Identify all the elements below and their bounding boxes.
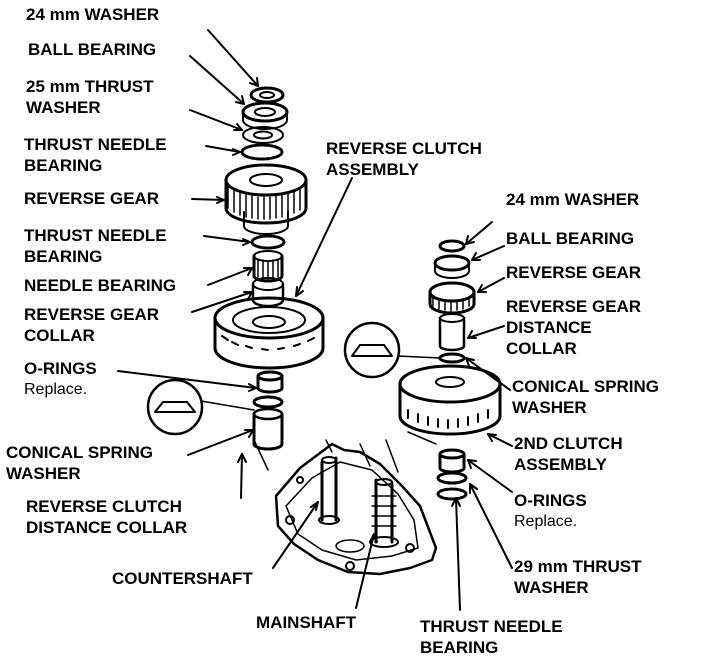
label-line: 29 mm THRUST <box>514 557 642 576</box>
label-right-reverse-gear: REVERSE GEAR <box>506 263 642 282</box>
left-leader-arrows <box>117 29 259 456</box>
label-line: WASHER <box>514 578 589 597</box>
label-line: THRUST NEEDLE <box>24 226 167 245</box>
label-line: REVERSE GEAR <box>506 297 642 316</box>
label-reverse-clutch-assembly: REVERSE CLUTCH ASSEMBLY <box>326 138 482 180</box>
label-line: WASHER <box>6 464 81 483</box>
label-bottom-thrust-needle-bearing: THRUST NEEDLE BEARING <box>420 616 563 658</box>
label-line: BEARING <box>24 156 103 175</box>
label-note: Replace. <box>514 513 578 530</box>
label-right-29mm-thrust-washer: 29 mm THRUST WASHER <box>514 556 642 598</box>
label-left-thrust-needle-bearing-1: THRUST NEEDLE BEARING <box>24 134 167 176</box>
label-line: DISTANCE <box>506 318 592 337</box>
label-left-thrust-needle-bearing-2: THRUST NEEDLE BEARING <box>24 225 167 267</box>
label-line: BEARING <box>24 247 103 266</box>
label-right-reverse-gear-distance-collar: REVERSE GEAR DISTANCE COLLAR <box>506 296 641 359</box>
center-leader-arrows <box>237 177 461 611</box>
label-left-ball-bearing: BALL BEARING <box>28 40 157 59</box>
label-countershaft: COUNTERSHAFT <box>112 569 253 588</box>
label-line: BEARING <box>420 638 499 657</box>
label-line: 25 mm THRUST <box>26 77 154 96</box>
left-detail-callout <box>146 378 255 436</box>
transmission-case <box>274 442 438 576</box>
label-line: COLLAR <box>506 339 577 358</box>
label-left-24mm-washer: 24 mm WASHER <box>26 5 160 24</box>
label-right-o-rings: O-RINGS Replace. <box>514 490 587 532</box>
assembly-guide-lines <box>253 431 437 473</box>
label-line: WASHER <box>512 398 587 417</box>
left-parts-stack <box>213 86 325 451</box>
label-line: ASSEMBLY <box>514 455 607 474</box>
label-line: COLLAR <box>24 326 95 345</box>
label-right-conical-spring-washer: CONICAL SPRING WASHER <box>512 376 659 418</box>
label-left-needle-bearing: NEEDLE BEARING <box>24 276 177 295</box>
label-line: REVERSE GEAR <box>24 305 160 324</box>
label-line: REVERSE CLUTCH <box>26 497 182 516</box>
label-line: DISTANCE COLLAR <box>26 518 188 537</box>
label-left-reverse-clutch-distance-collar: REVERSE CLUTCH DISTANCE COLLAR <box>26 496 187 538</box>
label-line: THRUST NEEDLE <box>420 617 563 636</box>
label-line: O-RINGS <box>514 491 587 510</box>
label-right-2nd-clutch-assembly: 2ND CLUTCH ASSEMBLY <box>514 433 623 475</box>
label-note: Replace. <box>24 381 88 398</box>
label-left-o-rings: O-RINGS Replace. <box>24 358 97 400</box>
label-mainshaft: MAINSHAFT <box>256 613 357 632</box>
label-line: 2ND CLUTCH <box>514 434 623 453</box>
right-detail-callout <box>343 321 441 379</box>
label-line: REVERSE CLUTCH <box>326 139 482 158</box>
label-left-reverse-gear-collar: REVERSE GEAR COLLAR <box>24 304 159 346</box>
label-right-24mm-washer: 24 mm WASHER <box>506 190 640 209</box>
label-line: CONICAL SPRING <box>6 443 154 462</box>
right-parts-stack <box>398 239 502 501</box>
label-line: ASSEMBLY <box>326 160 419 179</box>
label-line: O-RINGS <box>24 359 97 378</box>
label-right-ball-bearing: BALL BEARING <box>506 229 635 248</box>
label-left-conical-spring-washer: CONICAL SPRING WASHER <box>6 442 153 484</box>
right-leader-arrows <box>465 221 513 569</box>
label-line: WASHER <box>26 98 101 117</box>
label-left-reverse-gear: REVERSE GEAR <box>24 189 160 208</box>
label-line: CONICAL SPRING <box>512 377 660 396</box>
label-line: THRUST NEEDLE <box>24 135 167 154</box>
label-left-25mm-thrust-washer: 25 mm THRUST WASHER <box>26 76 154 118</box>
